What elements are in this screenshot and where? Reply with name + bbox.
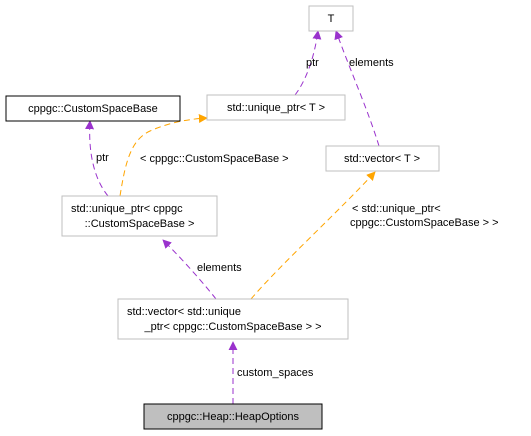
node-vector-t[interactable]: std::vector< T >: [325, 145, 440, 172]
node-vector-unique-ptr-csb-line1: std::vector< std::unique: [127, 306, 241, 318]
node-custom-space-base[interactable]: cppgc::CustomSpaceBase: [5, 95, 181, 122]
edge-label-custom-spaces: custom_spaces: [237, 367, 314, 379]
node-heap-options-label: cppgc::Heap::HeapOptions: [167, 411, 300, 423]
node-vector-t-label: std::vector< T >: [344, 153, 420, 165]
edge-template-vector: < std::unique_ptr< cppgc::CustomSpaceBas…: [250, 171, 499, 300]
node-unique-ptr-csb-line1: std::unique_ptr< cppgc: [71, 203, 183, 215]
node-unique-ptr-csb-line2: ::CustomSpaceBase >: [85, 218, 195, 230]
edge-label-elements-t: elements: [349, 57, 394, 69]
node-custom-space-base-label: cppgc::CustomSpaceBase: [28, 103, 158, 115]
node-t[interactable]: T: [308, 5, 354, 32]
node-unique-ptr-t[interactable]: std::unique_ptr< T >: [206, 94, 346, 121]
node-heap-options[interactable]: cppgc::Heap::HeapOptions: [143, 403, 323, 430]
edge-label-template-unique-ptr: < cppgc::CustomSpaceBase >: [140, 153, 289, 165]
edge-ptr-to-t: ptr: [294, 30, 322, 96]
edge-elements-to-t: elements: [334, 30, 394, 147]
node-unique-ptr-t-label: std::unique_ptr< T >: [227, 102, 325, 114]
node-unique-ptr-custom-space-base[interactable]: std::unique_ptr< cppgc ::CustomSpaceBase…: [61, 195, 218, 237]
edge-label-template-vector-1: < std::unique_ptr<: [352, 203, 441, 215]
edge-ptr-to-custom-space-base: ptr: [85, 120, 109, 197]
node-vector-unique-ptr-csb-line2: _ptr< cppgc::CustomSpaceBase > >: [143, 321, 321, 333]
edge-label-template-vector-2: cppgc::CustomSpaceBase > >: [350, 217, 499, 229]
edge-template-unique-ptr: < cppgc::CustomSpaceBase >: [119, 113, 289, 197]
edge-label-ptr-t: ptr: [306, 57, 319, 69]
node-t-label: T: [328, 13, 335, 25]
edge-custom-spaces: custom_spaces: [228, 341, 314, 404]
node-vector-unique-ptr-custom-space-base[interactable]: std::vector< std::unique _ptr< cppgc::Cu…: [117, 298, 349, 340]
edge-elements-to-unique-ptr: elements: [162, 239, 242, 300]
edge-label-ptr-csb: ptr: [96, 152, 109, 164]
edge-label-elements-unique-ptr: elements: [197, 262, 242, 274]
